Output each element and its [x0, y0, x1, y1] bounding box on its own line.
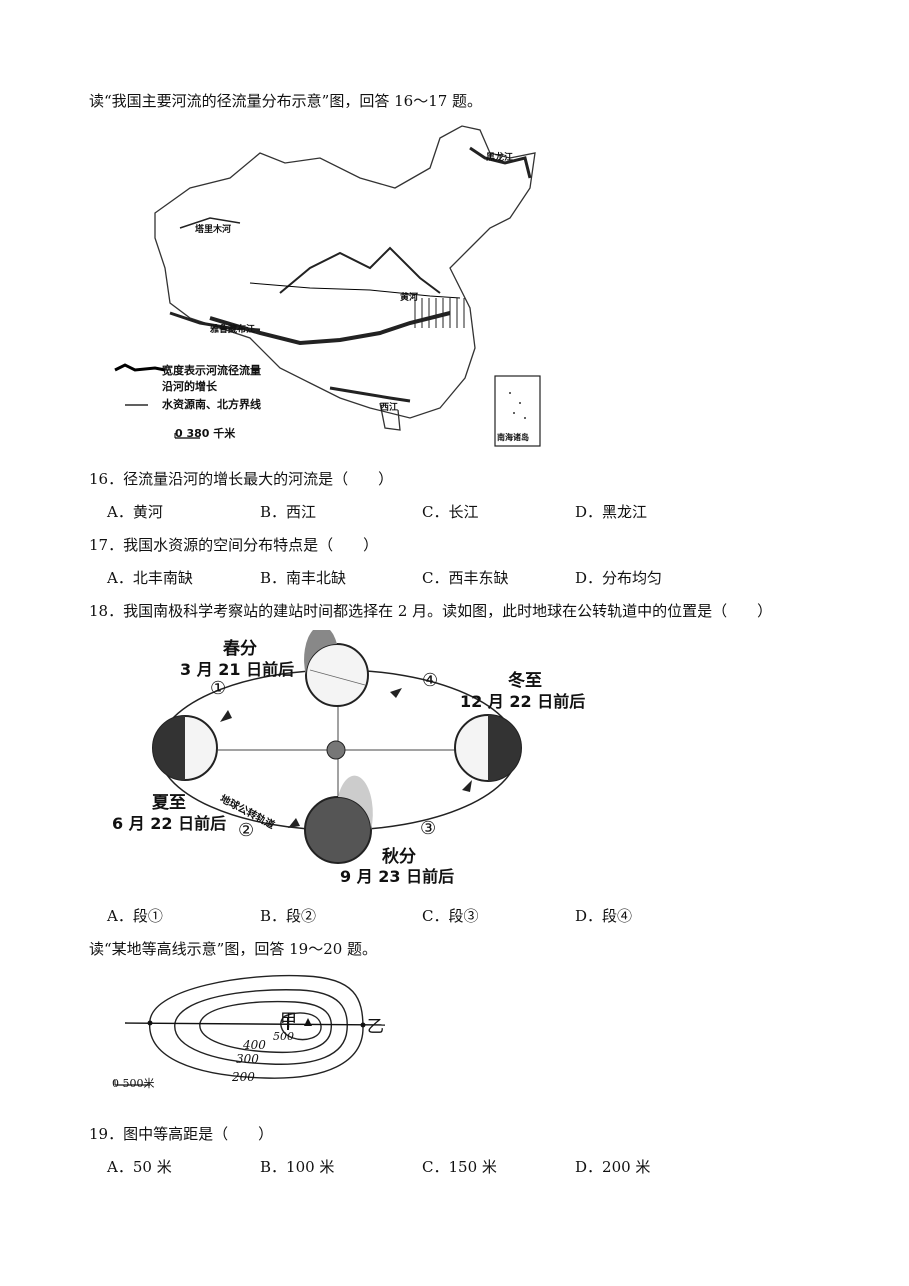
contour-label-500: 500 [273, 1030, 294, 1043]
q17-option-d[interactable]: D．分布均匀 [575, 569, 663, 587]
q19-option-d[interactable]: D．200 米 [575, 1158, 651, 1176]
contour-jia: 甲 [280, 1011, 297, 1031]
china-river-map [114, 125, 541, 447]
orbit-winter-label: 冬至 [508, 671, 542, 691]
north-south-boundary [249, 282, 461, 299]
map-legend-width2: 沿河的增长 [162, 380, 217, 393]
contour-map [114, 974, 386, 1086]
earth-spring [305, 643, 369, 707]
intro-19-20: 读“某地等高线示意”图，回答 19～20 题。 [89, 940, 378, 958]
q19-option-a[interactable]: A．50 米 [107, 1158, 172, 1176]
yarlung-river [169, 311, 261, 332]
orbit-spring-label: 春分 [223, 639, 257, 659]
orbit-autumn-label: 秋分 [382, 847, 416, 867]
q16-option-a[interactable]: A．黄河 [107, 503, 163, 521]
changjiang-river [209, 311, 451, 346]
china-outline [154, 125, 536, 419]
orbit-autumn-date: 9 月 23 日前后 [340, 867, 455, 886]
orbit-spring-date: 3 月 21 日前后 [180, 660, 295, 679]
contour-scale: 0 500米 [112, 1077, 155, 1090]
q16-option-c[interactable]: C．长江 [422, 503, 479, 521]
q17-stem: 17．我国水资源的空间分布特点是（ ） [89, 536, 379, 554]
xijiang-river [329, 386, 411, 403]
contour-400 [199, 1000, 333, 1054]
south-sea-inset [494, 375, 541, 447]
profile-line [124, 1022, 386, 1026]
contour-yi: 乙 [367, 1017, 384, 1037]
q18-option-a[interactable]: A．段① [107, 907, 163, 925]
q16-option-b[interactable]: B．西江 [260, 503, 317, 521]
map-legend-line: 水资源南、北方界线 [162, 398, 261, 411]
contour-300 [174, 989, 348, 1065]
intro-16-17: 读“我国主要河流的径流量分布示意”图，回答 16～17 题。 [89, 92, 483, 110]
tarim-river [179, 217, 241, 229]
orbit-winter-date: 12 月 22 日前后 [460, 692, 586, 711]
orbit-seg-2: ② [238, 820, 255, 841]
q18-option-b[interactable]: B．段② [260, 907, 317, 925]
orbit-seg-3: ③ [420, 818, 437, 839]
map-label-heilongjiang: 黑龙江 [486, 153, 514, 163]
q19-option-b[interactable]: B．100 米 [260, 1158, 335, 1176]
q17-option-b[interactable]: B．南丰北缺 [260, 569, 347, 587]
map-inset-label: 南海诸岛 [497, 433, 529, 442]
q18-stem: 18．我国南极科学考察站的建站时间都选择在 2 月。读如图，此时地球在公转轨道中… [89, 602, 773, 620]
contour-label-400: 400 [243, 1038, 266, 1052]
q17-option-c[interactable]: C．西丰东缺 [422, 569, 509, 587]
sun [326, 740, 346, 760]
contour-500 [280, 1012, 322, 1041]
q16-option-d[interactable]: D．黑龙江 [575, 503, 648, 521]
map-scale: 0 380 千米 [175, 427, 236, 440]
q17-option-a[interactable]: A．北丰南缺 [107, 569, 193, 587]
map-label-xijiang: 西江 [380, 403, 399, 413]
contour-label-200: 200 [232, 1070, 255, 1084]
earth-orbit-diagram [152, 630, 522, 864]
map-label-huanghe: 黄河 [400, 293, 419, 303]
q18-option-d[interactable]: D．段④ [575, 907, 633, 925]
earth-autumn [304, 796, 372, 864]
summit-triangle [304, 1018, 312, 1026]
huanghe-river [279, 246, 441, 294]
orbit-seg-4: ④ [422, 670, 439, 691]
orbit-summer-date: 6 月 22 日前后 [112, 814, 227, 833]
q19-option-c[interactable]: C．150 米 [422, 1158, 497, 1176]
orbit-summer-label: 夏至 [152, 793, 186, 813]
heilongjiang-river [469, 146, 532, 179]
q18-option-c[interactable]: C．段③ [422, 907, 479, 925]
map-label-yarlung: 雅鲁藏布江 [210, 325, 256, 335]
map-legend-width: 宽度表示河流径流量 [162, 364, 261, 377]
contour-label-300: 300 [236, 1052, 259, 1066]
q19-stem: 19．图中等高距是（ ） [89, 1125, 274, 1143]
map-label-tarim: 塔里木河 [195, 225, 232, 235]
q16-stem: 16．径流量沿河的增长最大的河流是（ ） [89, 470, 394, 488]
contour-200 [149, 974, 364, 1079]
orbit-seg-1: ① [210, 678, 227, 699]
